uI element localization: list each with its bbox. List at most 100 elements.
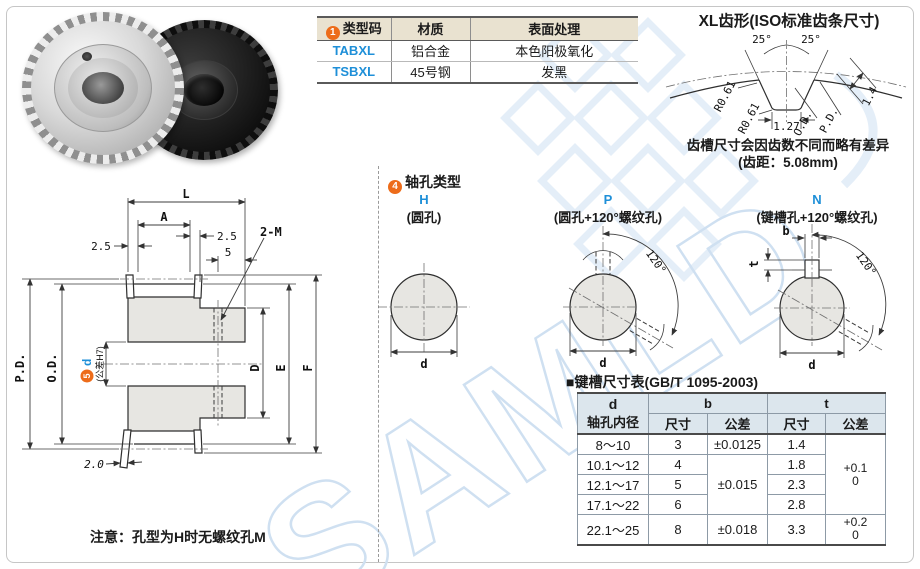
b-tolerance: ±0.018 <box>706 514 769 545</box>
b-size: 5 <box>648 474 708 495</box>
t-size: 2.8 <box>767 494 827 515</box>
bore-type-p-name: (圆孔+120°螺纹孔) <box>553 210 663 225</box>
keyway-sub-tol-b: 公差 <box>706 413 769 435</box>
dim-L: L <box>182 187 189 201</box>
dim-tap-position: 5 <box>225 246 232 259</box>
b-tolerance: ±0.0125 <box>706 433 769 455</box>
b-tolerance-rows-2-4: ±0.015 <box>706 454 769 515</box>
aluminum-pulley-setscrew-hole <box>82 52 92 61</box>
pd-label: P.D. <box>817 106 841 136</box>
p-dim-d: d <box>599 356 606 370</box>
steel-pulley-bore <box>184 74 224 106</box>
t-size: 1.8 <box>767 454 827 475</box>
dim-A: A <box>160 210 168 224</box>
groove-width-label: 1.27 <box>773 120 800 133</box>
bore-type-p-diagram: 120° d <box>563 226 679 370</box>
n-linework <box>764 224 887 358</box>
bore-type-h-code: H <box>419 192 429 207</box>
radius-lower-label: R0.61 <box>735 101 762 136</box>
tooth-profile-title: XL齿形(ISO标准齿条尺寸) <box>698 13 880 30</box>
marker-1-icon: 1 <box>325 25 340 39</box>
t-size: 2.3 <box>767 474 827 495</box>
product-photo-aluminum-pulley <box>22 12 184 164</box>
h-linework <box>378 263 470 357</box>
type-code: TSBXL <box>317 61 391 84</box>
marker-5-number: 5 <box>82 373 92 378</box>
finish-value: 本色阳极氧化 <box>469 40 638 62</box>
material-value: 45号钢 <box>390 61 470 84</box>
keyway-header-row-2: 尺寸 公差 尺寸 公差 <box>578 413 887 435</box>
bore-dim-label-group: 5 d <box>80 359 94 383</box>
aluminum-pulley-bore <box>82 72 124 104</box>
angle-right-label: 25° <box>801 33 821 46</box>
od-dim-label: O.D. <box>45 354 59 383</box>
tooth-profile-linework <box>665 40 907 129</box>
keyway-row-1: 8～10 3 ±0.0125 1.4 +0.1 0 <box>577 433 887 515</box>
bore-type-n-diagram: b t 120° d <box>747 224 887 372</box>
bore-type-h-diagram: d <box>378 263 470 371</box>
marker-4-icon: 4 <box>388 179 402 194</box>
dim-flange-thickness: 2.0 <box>84 458 104 471</box>
spec-col-material: 材质 <box>390 16 470 41</box>
bore-range: 12.1～17 <box>577 474 649 495</box>
keyway-table-title: ■键槽尺寸表(GB/T 1095-2003) <box>566 374 759 390</box>
bore-tolerance-label: (公差H7) <box>94 346 105 382</box>
b-size: 6 <box>648 494 708 515</box>
finish-value: 发黑 <box>469 61 638 84</box>
keyway-header-row-1: d 轴孔内径 b t <box>577 392 887 435</box>
keyway-sub-size-t: 尺寸 <box>767 413 827 435</box>
bore-label: d <box>80 359 94 366</box>
marker-5-icon <box>80 369 94 383</box>
n-dim-t: t <box>747 260 761 267</box>
keyway-table: d 轴孔内径 b t 尺寸 公差 尺寸 公差 8～10 3 ±0.0125 1.… <box>577 392 887 546</box>
tap-label: 2-M <box>260 225 282 239</box>
bore-type-n-code: N <box>812 192 822 207</box>
bore-range: 22.1～25 <box>577 514 649 545</box>
cross-section-dimensions <box>22 198 322 467</box>
cross-section-body <box>104 274 264 469</box>
keyway-col-d: d 轴孔内径 <box>577 392 649 435</box>
angle-left-label: 25° <box>752 33 772 46</box>
spec-row-tabxl: TABXL 铝合金 本色阳极氧化 <box>317 40 638 62</box>
t-size: 3.3 <box>767 514 827 545</box>
section-divider <box>378 166 379 562</box>
dim-E: E <box>274 364 288 371</box>
p-linework <box>563 226 679 356</box>
pd-dim-label: P.D. <box>13 354 27 383</box>
keyway-row-3: 12.1～17 5 2.3 <box>577 474 886 495</box>
spec-col-finish: 表面处理 <box>469 16 638 41</box>
dim-flange-left: 2.5 <box>91 240 111 253</box>
n-dim-b: b <box>782 224 789 238</box>
n-dim-d: d <box>808 358 815 372</box>
b-size: 8 <box>648 514 708 545</box>
keyway-col-b: b <box>647 392 769 414</box>
drawing-note: 注意：孔型为H时无螺纹孔M <box>90 529 266 545</box>
keyway-sub-tol-t: 公差 <box>825 413 887 435</box>
tooth-profile-diagram: 25° 25° R0.61 R0.61 1.27 O.D. P.D. 1.4 <box>665 33 907 136</box>
b-size: 4 <box>648 454 708 475</box>
n-angle-label: 120° <box>853 249 879 278</box>
h-dim-d: d <box>420 357 427 371</box>
spec-row-tsbxl: TSBXL 45号钢 发黑 <box>317 61 638 84</box>
pulley-cross-section-drawing: L A 2.5 2.5 5 2-M P.D. O.D. 5 d (公差H7) D… <box>13 187 322 471</box>
type-code: TABXL <box>317 40 391 62</box>
keyway-row-5: 22.1～25 8 ±0.018 3.3 +0.2 0 <box>577 514 887 545</box>
bore-type-n-name: (键槽孔+120°螺纹孔) <box>756 210 878 225</box>
b-size: 3 <box>648 433 708 455</box>
p-angle-label: 120° <box>643 247 669 276</box>
bore-range: 10.1～12 <box>577 454 649 475</box>
t-tolerance-row-5: +0.2 0 <box>825 514 887 545</box>
keyway-col-t: t <box>767 392 887 414</box>
material-value: 铝合金 <box>390 40 470 62</box>
tooth-profile-note-1: 齿槽尺寸会因齿数不同而略有差异 <box>686 138 890 153</box>
bore-type-h-name: (圆孔) <box>406 210 442 225</box>
bore-range: 17.1～22 <box>577 494 649 515</box>
dim-D: D <box>248 364 262 371</box>
tooth-profile-note-2: (齿距：5.08mm) <box>738 155 838 170</box>
t-tolerance-rows-1-4: +0.1 0 <box>825 433 887 515</box>
bore-range: 8～10 <box>577 433 649 455</box>
